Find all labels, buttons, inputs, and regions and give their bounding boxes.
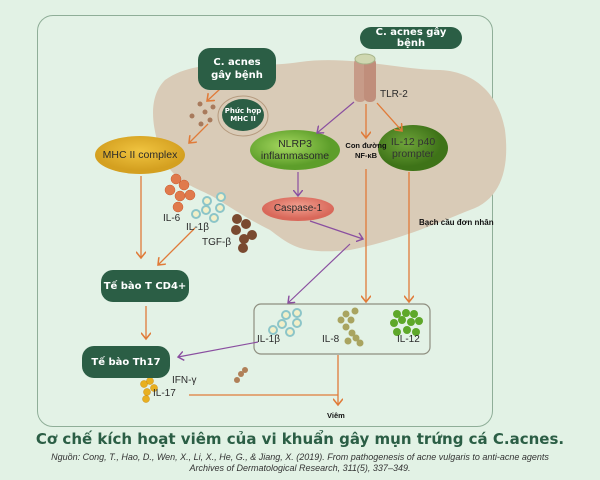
il12-label: IL-12: [397, 334, 420, 345]
il1b-left-cluster: [191, 192, 226, 223]
nlrp3-label: NLRP3 inflammasome: [260, 138, 330, 162]
il12p40-shape: [378, 125, 448, 171]
antigen-dots: [189, 101, 216, 127]
cacnes-left-box: C. acnes gây bệnh: [198, 48, 276, 90]
cd4-cell-box: Tế bào T CD4+: [101, 270, 189, 302]
arrow-caspase-to-box: [309, 220, 363, 239]
mhc-ii-complex-label: MHC II complex: [102, 149, 178, 161]
cacnes-top-box: C. acnes gây bệnh: [360, 27, 462, 49]
arrow-cytokines-to-cd4: [158, 227, 196, 265]
caspase-shape: [262, 197, 334, 221]
caption-title: Cơ chế kích hoạt viêm của vi khuẩn gây m…: [35, 430, 565, 448]
diagram-canvas: [95, 53, 507, 430]
arrow-cacnes-to-dots: [207, 88, 221, 101]
arrow-il1b-to-th17: [178, 341, 259, 357]
nlrp3-shape: [250, 130, 340, 170]
th17-cell-box: Tế bào Th17: [82, 346, 170, 378]
il1b-box-label: IL-1β: [257, 334, 280, 345]
arrow-to-il1b-box: [288, 243, 351, 303]
mhc-ii-complex-shape: [95, 136, 185, 174]
il12-cluster: [390, 309, 423, 336]
arrow-vesicle-to-mhc: [189, 123, 209, 143]
caption-source: Nguồn: Cong, T., Hao, D., Wen, X., Li, X…: [0, 452, 600, 474]
mhc-vesicle-ring: [217, 95, 269, 137]
il8-cluster: [337, 307, 364, 347]
inflammation-label: Viêm: [327, 411, 345, 420]
nfkb-label: Con đường NF-κB: [345, 141, 387, 160]
ifng-cluster: [234, 367, 248, 383]
arrow-tlr2-to-il12p40: [376, 102, 402, 131]
ifng-label: IFN-γ: [172, 375, 197, 386]
il17-label: IL-17: [153, 388, 176, 399]
tgfb-cluster: [231, 214, 257, 253]
tlr2-receptor-icon: [354, 53, 376, 102]
il8-label: IL-8: [322, 334, 340, 345]
il6-label: IL-6: [163, 213, 181, 224]
mhc-vesicle-label: Phức hợp MHC II: [224, 107, 262, 123]
monocyte-label: Bạch cầu đơn nhân: [419, 218, 494, 227]
caption-source-line1: Nguồn: Cong, T., Hao, D., Wen, X., Li, X…: [51, 452, 549, 462]
il1b-box-cluster: [268, 308, 302, 337]
caspase-label: Caspase-1: [273, 203, 323, 214]
il17-cluster: [140, 377, 158, 403]
tlr2-label: TLR-2: [380, 89, 408, 100]
il1b-left-label: IL-1β: [186, 222, 209, 233]
caption-source-line2: Archives of Dermatological Research, 311…: [189, 463, 411, 473]
mhc-vesicle: [222, 99, 264, 131]
il12p40-label: IL-12 p40 prompter: [390, 136, 436, 160]
tgfb-label: TGF-β: [202, 237, 232, 248]
arrow-tlr2-to-nlrp3: [317, 101, 355, 133]
il6-cluster: [164, 173, 196, 213]
